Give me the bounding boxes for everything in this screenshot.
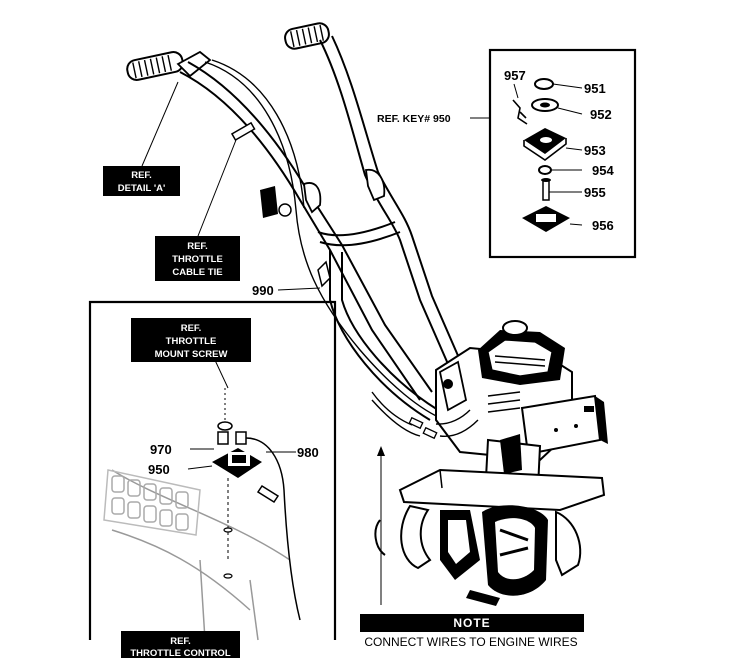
svg-text:REF.: REF. xyxy=(131,170,152,181)
part-952-washer xyxy=(531,98,559,112)
throttle-control-detail-panel: 970 950 980 xyxy=(88,300,337,641)
svg-text:CABLE TIE: CABLE TIE xyxy=(172,267,222,278)
right-handle-grip xyxy=(284,22,330,50)
part-955-screw xyxy=(541,178,551,201)
tines xyxy=(374,504,582,606)
detail-throttle-assembly xyxy=(212,388,301,621)
part-956-mount xyxy=(522,206,570,232)
detail-handle-grip xyxy=(103,469,201,536)
part-number-954: 954 xyxy=(592,163,614,178)
part-954-washer xyxy=(538,165,552,175)
part-number-970: 970 xyxy=(150,442,172,457)
part-number-951: 951 xyxy=(584,81,606,96)
note-callout: NOTE CONNECT WIRES TO ENGINE WIRES xyxy=(360,614,584,649)
svg-text:MOUNT SCREW: MOUNT SCREW xyxy=(155,349,228,360)
handle-bracket xyxy=(260,168,386,218)
callout-ref-throttle-mount-screw: REF. THROTTLE MOUNT SCREW xyxy=(131,318,251,362)
svg-text:THROTTLE: THROTTLE xyxy=(166,336,217,347)
part-number-957: 957 xyxy=(504,68,526,83)
wire-clip xyxy=(317,260,331,288)
svg-text:REF.: REF. xyxy=(181,323,202,334)
left-handle-grip xyxy=(126,51,184,81)
svg-text:REF.: REF. xyxy=(170,636,191,647)
svg-text:THROTTLE: THROTTLE xyxy=(172,254,223,265)
part-number-990: 990 xyxy=(252,283,274,298)
tine-shield xyxy=(398,468,606,512)
part-number-980: 980 xyxy=(297,445,319,460)
svg-text:REF.: REF. xyxy=(187,241,208,252)
svg-text:DETAIL 'A': DETAIL 'A' xyxy=(118,183,165,194)
throttle-cable-tie xyxy=(230,121,256,141)
part-number-955: 955 xyxy=(584,185,606,200)
part-number-956: 956 xyxy=(592,218,614,233)
throttle-lever xyxy=(176,50,212,78)
callout-ref-throttle-control: REF. THROTTLE CONTROL xyxy=(121,631,240,658)
callout-ref-detail-a: REF. DETAIL 'A' xyxy=(103,81,180,196)
ref-key-detail-panel: REF. KEY# 950 957 951 952 953 954 955 95… xyxy=(377,48,637,259)
note-text: CONNECT WIRES TO ENGINE WIRES xyxy=(364,635,577,649)
ref-key-label: REF. KEY# 950 xyxy=(377,113,451,125)
part-953-plate xyxy=(523,128,567,161)
ignition-wires xyxy=(371,391,479,440)
part-number-950: 950 xyxy=(148,462,170,477)
tiller-handlebar xyxy=(126,22,467,421)
callout-ref-throttle-cable-tie: REF. THROTTLE CABLE TIE xyxy=(155,139,240,281)
part-number-952: 952 xyxy=(590,107,612,122)
air-filter xyxy=(520,394,608,456)
engine xyxy=(435,320,608,494)
part-957-spring xyxy=(512,99,528,125)
part-number-953: 953 xyxy=(584,143,606,158)
svg-text:THROTTLE CONTROL: THROTTLE CONTROL xyxy=(130,648,230,658)
note-title: NOTE xyxy=(453,616,490,630)
part-951-nut xyxy=(534,78,554,90)
